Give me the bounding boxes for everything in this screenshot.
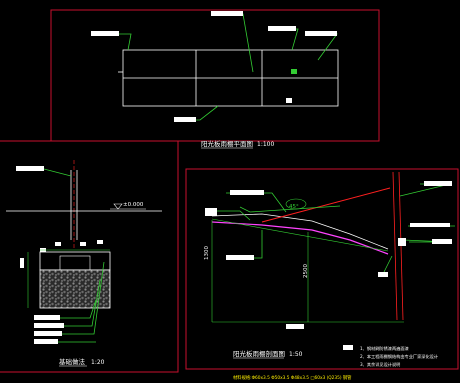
foundation-title: 基础做法	[59, 357, 86, 366]
section-canopy-midline	[211, 218, 389, 252]
section-canopy-top	[211, 213, 389, 250]
section-title: 阳光板雨棚剖面图	[233, 349, 285, 358]
plan-view: 阳光板雨棚平面图 1:100	[50, 9, 380, 149]
section-note-3: 3、其余详见设计说明	[360, 361, 400, 368]
section-tie-rod	[261, 187, 391, 223]
plan-column-mark	[291, 69, 297, 74]
foundation-scale: 1:20	[91, 359, 105, 366]
notes-heading-box	[343, 345, 353, 350]
foundation-gravel-base	[39, 269, 111, 309]
plan-column-mark	[286, 98, 292, 103]
section-label-boxes	[205, 181, 452, 277]
foundation-bottom-label-boxes	[34, 315, 64, 344]
plan-scale: 1:100	[257, 141, 274, 148]
plan-title: 阳光板雨棚平面图	[201, 139, 253, 148]
section-note-1: 1、钢材刷防锈漆两遍面漆	[360, 345, 409, 352]
foundation-detail: ±0.000	[0, 140, 179, 373]
level-marker-icon	[113, 203, 123, 210]
section-dim-height: 2500	[303, 264, 309, 278]
plan-frame	[50, 9, 380, 142]
section-canopy-bottom	[211, 221, 389, 255]
foundation-pier	[39, 251, 111, 271]
section-dim-label: 1300	[204, 246, 210, 260]
foundation-dim-labels	[20, 240, 103, 268]
section-notes: 1、钢材刷防锈漆两遍面漆 2、本工程雨棚钢结构由专业厂家深化设计 3、其余详见设…	[343, 345, 438, 368]
foundation-pier-cap	[59, 255, 91, 271]
foundation-label-box	[16, 166, 44, 171]
section-angle-label: 45°	[289, 204, 299, 210]
section-wall-left	[392, 171, 398, 321]
plan-label-boxes	[91, 11, 337, 122]
section-dim-bottom-label	[286, 324, 304, 329]
section-note-2: 2、本工程雨棚钢结构由专业厂家深化设计	[360, 353, 438, 360]
section-frame	[185, 168, 459, 370]
section-scale: 1:50	[289, 351, 303, 358]
section-view: 2500 1300 45°	[185, 168, 459, 381]
foundation-level: ±0.000	[123, 202, 144, 208]
foundation-frame	[0, 140, 179, 373]
plan-leaders	[91, 13, 338, 121]
section-materials: 材料规格:Φ60x3.5 Φ50x3.5 Φ48x3.5 □60x3 (Q235…	[233, 374, 352, 381]
